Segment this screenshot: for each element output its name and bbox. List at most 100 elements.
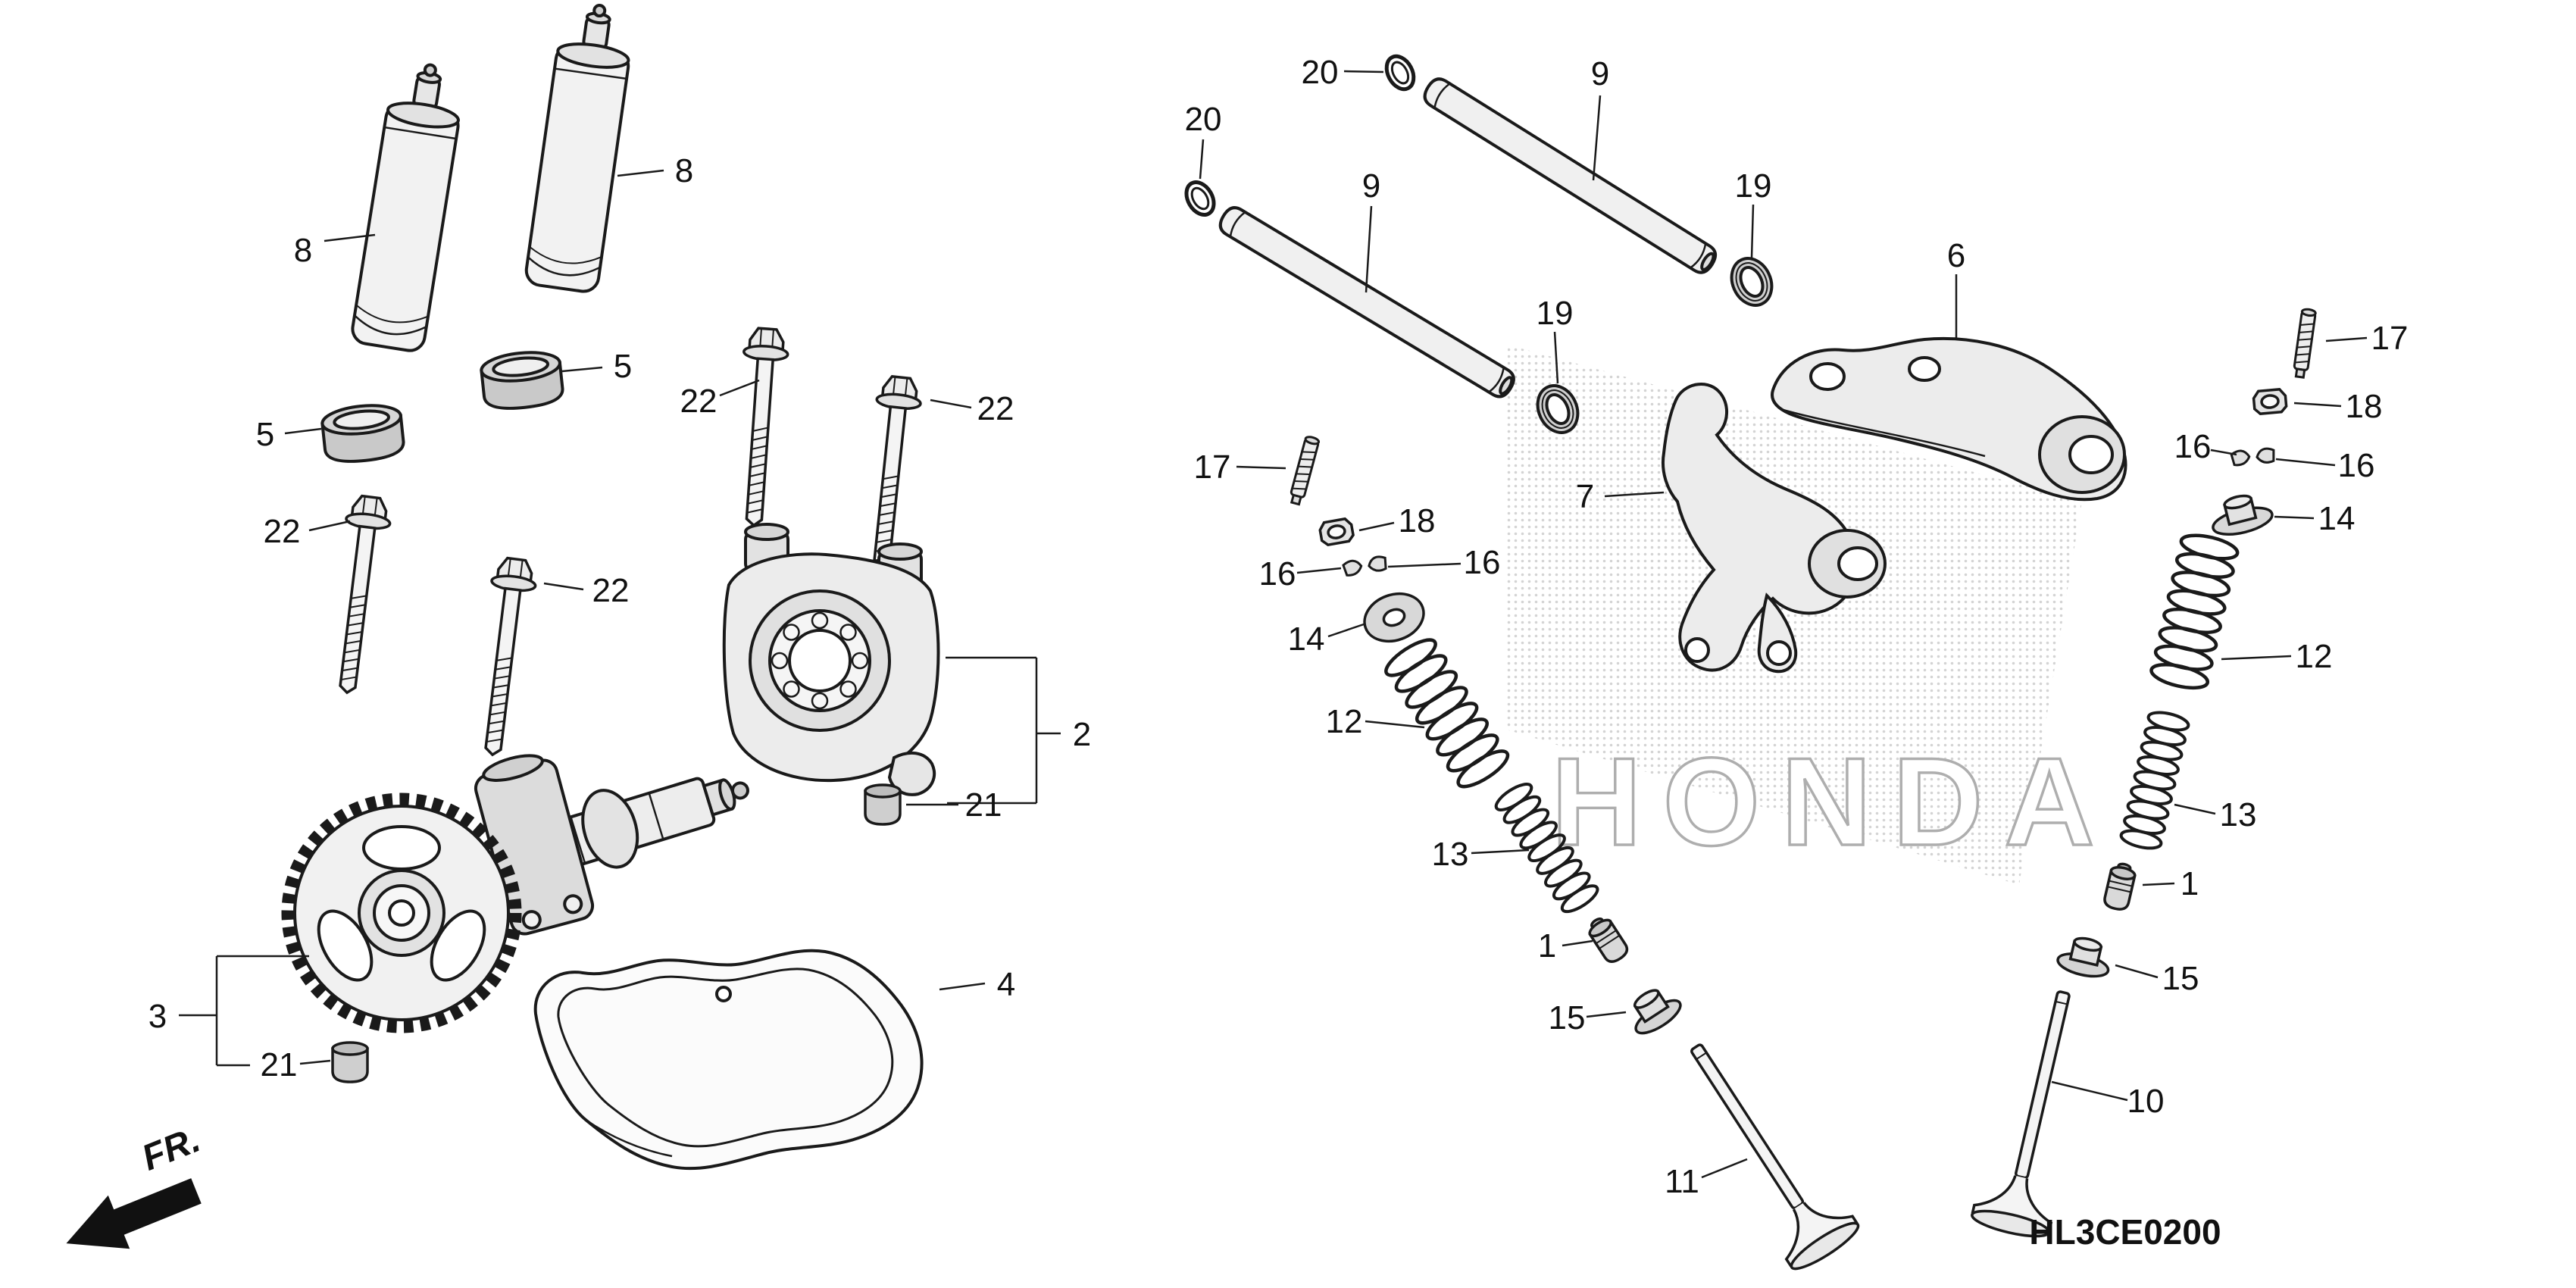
halftone-region	[1504, 345, 2082, 885]
leader-line	[1236, 465, 1286, 470]
callout-label: 16	[1464, 544, 1501, 581]
callout-label: 22	[680, 383, 717, 420]
flange-bolt-3	[730, 326, 791, 529]
callout-5-right: 5	[561, 348, 632, 385]
callout-20-left: 20	[1185, 101, 1221, 180]
push-rod-bottom	[1215, 202, 1520, 402]
fr-indicator: FR.	[66, 1120, 206, 1249]
callout-18-left: 18	[1358, 502, 1435, 539]
callout-label: 21	[261, 1046, 298, 1083]
diagram-code: HL3CE0200	[2029, 1212, 2221, 1252]
valve-intake	[1661, 1024, 1865, 1277]
leader-line	[561, 366, 603, 373]
callout-1-left: 1	[1538, 927, 1593, 964]
callout-label: 19	[1537, 295, 1574, 332]
callout-label: 8	[294, 232, 312, 269]
flange-bolt-2	[469, 555, 540, 759]
leader-line	[1553, 331, 1559, 384]
callout-3: 3	[148, 955, 309, 1067]
dowel-pin-right	[864, 783, 902, 826]
camshaft-assembly	[281, 754, 749, 1033]
leader-line	[2142, 882, 2175, 886]
spring-seat-right	[2054, 932, 2116, 982]
callout-15-left: 15	[1549, 999, 1627, 1036]
cam-sprocket	[281, 792, 522, 1033]
leader-line	[1562, 939, 1593, 947]
rocker-bracket	[1662, 383, 1887, 674]
callout-22-d: 22	[930, 390, 1014, 427]
leader-line	[1296, 567, 1342, 574]
valve-keepers-left	[1341, 552, 1389, 580]
callout-label: 22	[592, 572, 630, 609]
spring-seat-left	[1621, 979, 1687, 1041]
callout-22-a: 22	[264, 513, 351, 550]
callout-label: 16	[1259, 555, 1296, 592]
leader-line	[2210, 449, 2237, 456]
watermark-text: HONDA	[1552, 732, 2116, 871]
leader-line	[1750, 204, 1755, 258]
callout-14-right: 14	[2274, 500, 2355, 537]
leader-line	[284, 427, 322, 435]
callout-label: 7	[1576, 478, 1594, 515]
callout-12-left: 12	[1326, 703, 1425, 740]
lock-nut-left	[1317, 516, 1356, 548]
leader-line	[1387, 562, 1462, 568]
callout-18-right: 18	[2293, 388, 2383, 425]
leader-line	[2274, 515, 2315, 520]
callout-13-left: 13	[1432, 836, 1530, 873]
camshaft-holder	[722, 523, 940, 796]
callouts: 8 8 5 5 22 22 22 22 2 21 3 21 4 20 20 9 …	[148, 54, 2409, 1200]
leader-line	[299, 1059, 331, 1065]
callout-11: 11	[1665, 1158, 1748, 1200]
callout-label: 1	[1538, 927, 1556, 964]
camshaft-bearing	[749, 589, 891, 732]
callout-label: 17	[1194, 449, 1231, 486]
callout-9-top: 9	[1591, 55, 1609, 181]
leader-line	[1327, 623, 1365, 638]
callout-label: 5	[614, 348, 632, 385]
leader-line	[1365, 720, 1425, 729]
callout-22-c: 22	[680, 379, 760, 420]
callout-label: 18	[2346, 388, 2383, 425]
callout-label: 12	[1326, 703, 1363, 740]
sprocket-teeth	[281, 792, 522, 1033]
leader-line	[1199, 139, 1205, 180]
baffle-plate	[533, 949, 924, 1171]
rocker-arm	[1771, 336, 2127, 502]
callout-label: 4	[997, 966, 1015, 1003]
callout-21-right: 21	[906, 786, 1002, 824]
callout-5-left: 5	[256, 416, 322, 453]
callout-16-left-b: 16	[1387, 544, 1501, 581]
callout-label: 15	[1549, 999, 1586, 1036]
callout-17-right: 17	[2325, 320, 2409, 357]
callout-6: 6	[1947, 237, 1965, 338]
callout-label: 14	[2318, 500, 2356, 537]
adjusting-screw-left	[1287, 434, 1321, 507]
leader-line	[1365, 205, 1373, 293]
leader-line	[2221, 655, 2292, 661]
fr-label: FR.	[136, 1120, 206, 1179]
outer-valve-spring-right	[2149, 531, 2240, 692]
callout-label: 17	[2371, 320, 2409, 357]
callout-1-right: 1	[2142, 865, 2199, 902]
callout-label: 1	[2181, 865, 2199, 902]
callout-21-left: 21	[261, 1046, 331, 1083]
leader-line	[308, 520, 351, 532]
callout-8-right: 8	[617, 152, 693, 189]
callout-label: 19	[1735, 167, 1772, 205]
callout-label: 9	[1591, 55, 1609, 92]
callout-label: 22	[977, 390, 1014, 427]
callout-9-bottom: 9	[1362, 167, 1380, 293]
callout-17-left: 17	[1194, 449, 1286, 486]
leader-line	[2293, 402, 2342, 408]
honda-watermark: HONDA	[1504, 345, 2116, 885]
callout-label: 3	[148, 998, 167, 1035]
callout-label: 15	[2162, 960, 2199, 997]
adjusting-screw-right	[2291, 307, 2318, 380]
callout-14-left: 14	[1288, 621, 1365, 658]
leader-line	[2115, 964, 2159, 979]
callout-10: 10	[2051, 1080, 2164, 1120]
spring-retainer-right	[2212, 494, 2274, 536]
leader-line	[1604, 491, 1665, 498]
